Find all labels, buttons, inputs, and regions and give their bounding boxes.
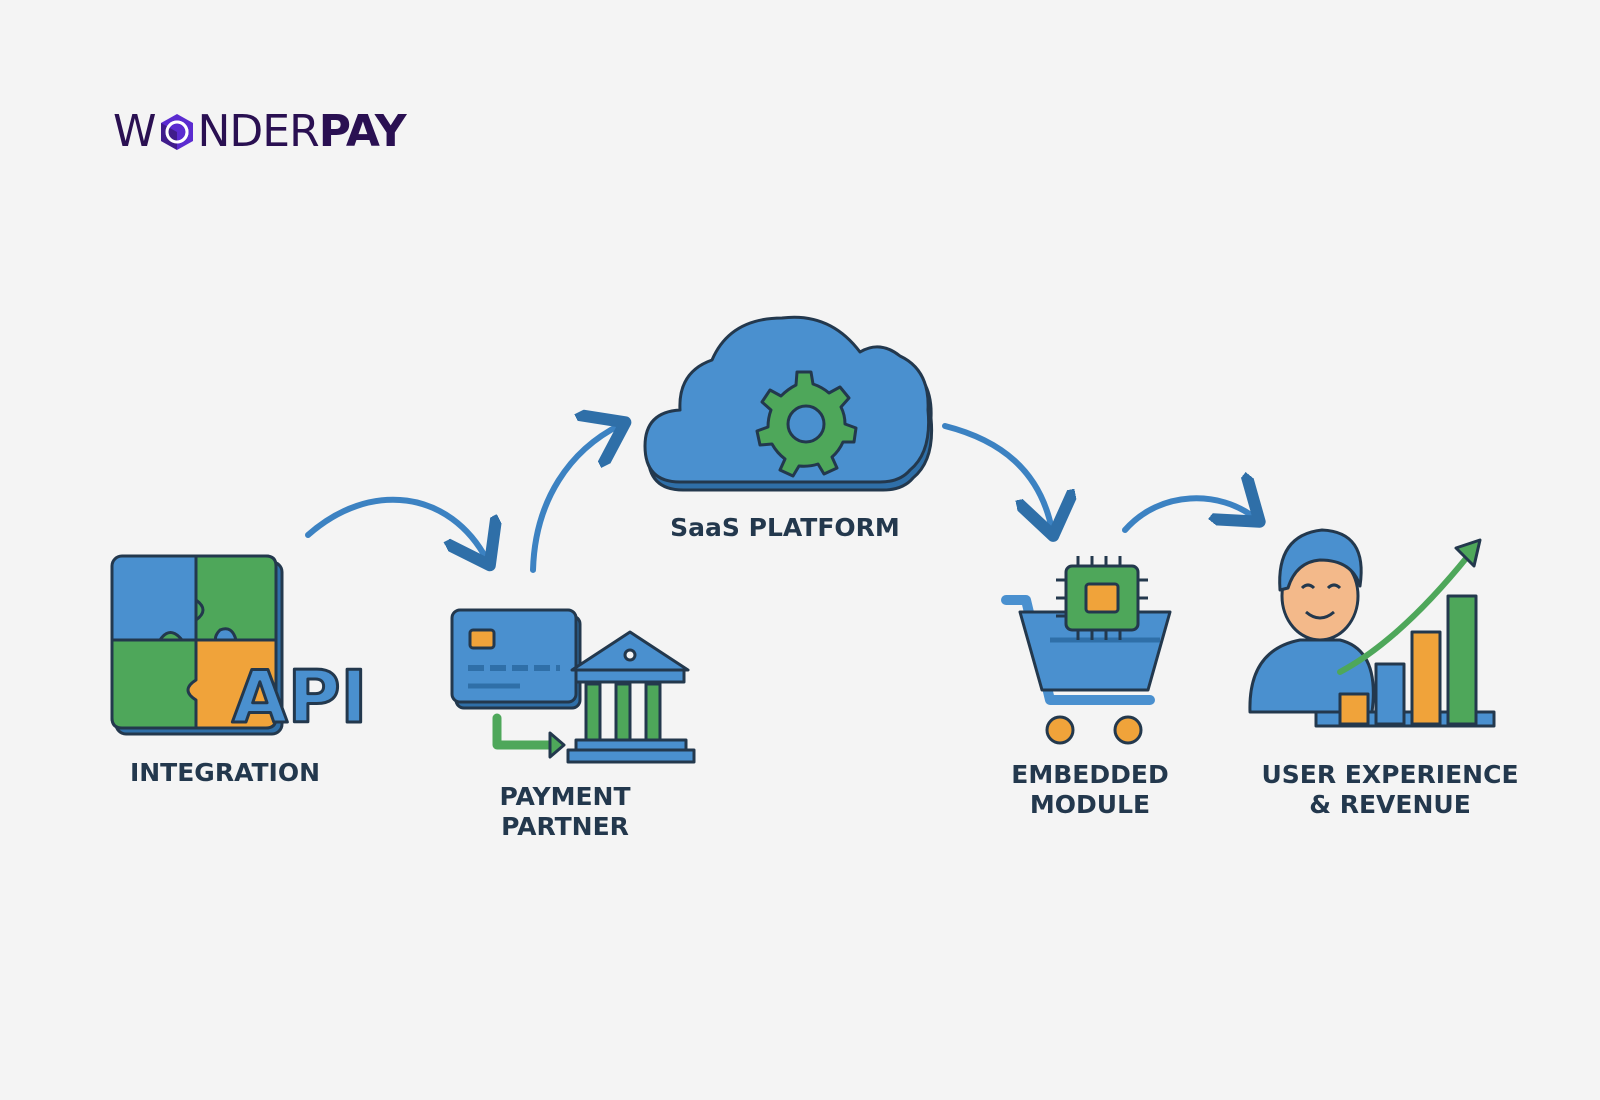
arrow-module-to-user	[1122, 498, 1255, 533]
logo-text-nder: NDER	[197, 106, 320, 157]
card-bank-icon	[450, 608, 696, 764]
step-label-saas-platform: SaaS PLATFORM	[650, 513, 920, 543]
logo-o-hexagon-icon	[157, 112, 197, 152]
cloud-gear-icon	[643, 315, 934, 492]
arrow-saas-to-module	[942, 423, 1052, 530]
api-puzzle-icon: API	[110, 554, 369, 741]
logo-text-pay: PAY	[318, 106, 407, 157]
step-label-user-experience: USER EXPERIENCE & REVENUE	[1235, 760, 1545, 820]
cart-chip-icon	[1001, 556, 1172, 745]
user-growth-icon	[1248, 528, 1496, 728]
step-2-label-line1: PAYMENT	[499, 782, 631, 811]
arrow-payment-to-saas	[530, 425, 620, 573]
step-label-embedded-module: EMBEDDED MODULE	[975, 760, 1205, 820]
step-4-label-line1: EMBEDDED	[1011, 760, 1169, 789]
step-3-label: SaaS PLATFORM	[670, 513, 900, 542]
logo-text-w: W	[113, 106, 157, 157]
step-4-label-line2: MODULE	[1029, 790, 1151, 819]
arrow-integration-to-payment	[305, 496, 487, 560]
wonderpay-logo: W NDER PAY	[113, 106, 407, 158]
step-2-label-line2: PARTNER	[501, 812, 629, 841]
step-label-payment-partner: PAYMENT PARTNER	[450, 782, 680, 842]
step-5-label-line1: USER EXPERIENCE	[1261, 760, 1519, 789]
step-label-integration: INTEGRATION	[110, 758, 340, 788]
api-text: API	[232, 655, 367, 739]
flow-arrows	[305, 423, 1255, 573]
step-5-label-line2: & REVENUE	[1309, 790, 1471, 819]
step-1-label: INTEGRATION	[129, 758, 321, 787]
